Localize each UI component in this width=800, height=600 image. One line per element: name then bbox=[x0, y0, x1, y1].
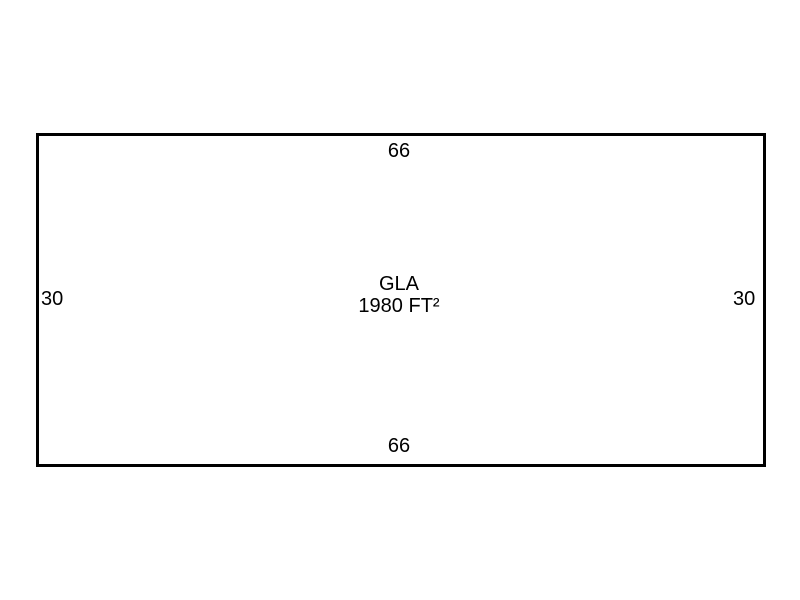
dimension-right: 30 bbox=[733, 288, 756, 310]
area-value: 1980 FT² bbox=[358, 295, 440, 317]
dimension-top: 66 bbox=[387, 140, 411, 162]
area-label-group: GLA 1980 FT² bbox=[358, 273, 439, 317]
dimension-bottom: 66 bbox=[387, 435, 411, 457]
dimension-left: 30 bbox=[41, 288, 64, 310]
gla-room-outline bbox=[36, 133, 766, 467]
area-name: GLA bbox=[378, 273, 420, 295]
